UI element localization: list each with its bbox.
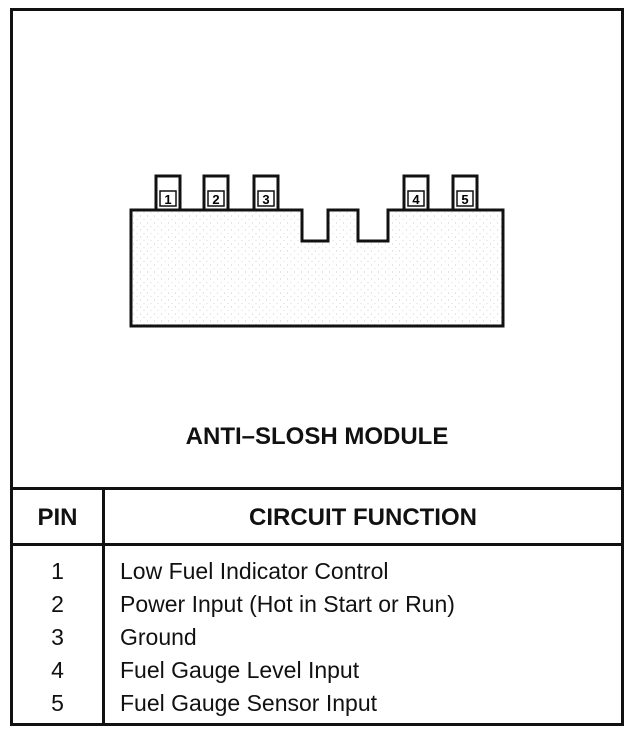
table-row: 3 Ground xyxy=(13,622,621,655)
pin-label-2: 2 xyxy=(212,192,219,207)
connector-drawing: 1 2 3 4 5 xyxy=(129,174,505,328)
connector-diagram: 1 2 3 4 5 ANTI–SLOSH MO xyxy=(13,11,621,486)
row-pin-number: 4 xyxy=(51,657,64,683)
module-title: ANTI–SLOSH MODULE xyxy=(185,423,449,450)
row-pin-number: 2 xyxy=(51,591,64,617)
pin-label-1: 1 xyxy=(164,192,171,207)
row-circuit-function: Fuel Gauge Sensor Input xyxy=(120,690,377,716)
connector-body xyxy=(129,208,505,328)
pin-terminal-3: 3 xyxy=(252,174,280,212)
section-divider xyxy=(13,487,621,490)
pin-terminal-5: 5 xyxy=(451,174,479,212)
row-pin-number: 1 xyxy=(51,558,64,584)
pin-terminal-1: 1 xyxy=(154,174,182,212)
header-separator xyxy=(13,543,621,546)
pin-function-table: PIN CIRCUIT FUNCTION 1 Low Fuel Indicato… xyxy=(13,490,621,723)
pin-terminal-2: 2 xyxy=(202,174,230,212)
table-row: 4 Fuel Gauge Level Input xyxy=(13,655,621,688)
row-pin-number: 3 xyxy=(51,624,64,650)
row-circuit-function: Fuel Gauge Level Input xyxy=(120,657,360,683)
row-pin-number: 5 xyxy=(51,690,64,716)
table-body: 1 Low Fuel Indicator Control 2 Power Inp… xyxy=(13,556,621,721)
table-row: 1 Low Fuel Indicator Control xyxy=(13,556,621,589)
column-separator xyxy=(102,490,105,723)
pin-label-3: 3 xyxy=(262,192,269,207)
row-circuit-function: Ground xyxy=(120,624,197,650)
pin-terminal-4: 4 xyxy=(402,174,430,212)
header-pin: PIN xyxy=(37,504,78,531)
pin-label-5: 5 xyxy=(461,192,468,207)
table-row: 5 Fuel Gauge Sensor Input xyxy=(13,688,621,721)
pin-label-4: 4 xyxy=(412,192,420,207)
row-circuit-function: Low Fuel Indicator Control xyxy=(120,558,389,584)
row-circuit-function: Power Input (Hot in Start or Run) xyxy=(120,591,455,617)
figure-frame: 1 2 3 4 5 ANTI–SLOSH MO xyxy=(10,8,624,726)
header-circuit-function: CIRCUIT FUNCTION xyxy=(249,504,477,531)
table-row: 2 Power Input (Hot in Start or Run) xyxy=(13,589,621,622)
